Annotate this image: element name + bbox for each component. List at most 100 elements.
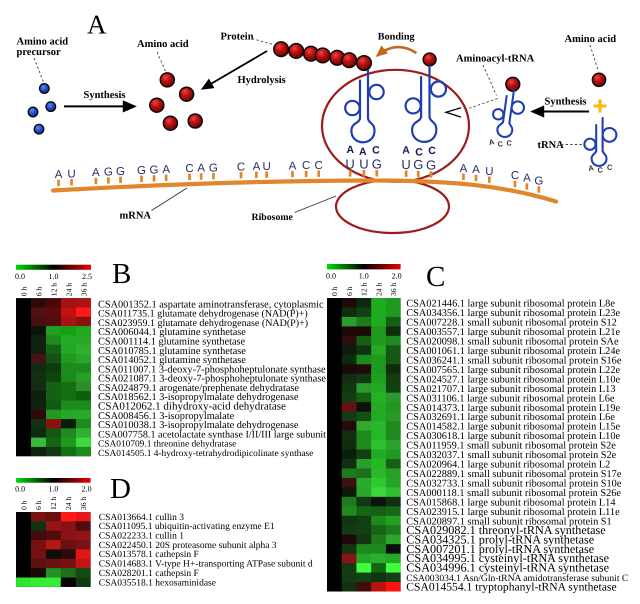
- svg-text:36 h: 36 h: [79, 497, 88, 510]
- svg-text:U: U: [345, 157, 354, 172]
- svg-text:36 h: 36 h: [79, 283, 88, 296]
- svg-text:U: U: [67, 169, 75, 181]
- svg-text:CSA012062.1 dihydroxy-acid deh: CSA012062.1 dihydroxy-acid dehydratase: [98, 401, 286, 413]
- svg-text:U: U: [485, 166, 493, 178]
- svg-text:G: G: [209, 162, 218, 174]
- svg-text:CSA008456.1 3-isopropylmalate: CSA008456.1 3-isopropylmalate: [98, 411, 235, 422]
- svg-text:CSA014505.1 4-hydroxy-tetrahyd: CSA014505.1 4-hydroxy-tetrahydrodipicoli…: [98, 449, 313, 459]
- svg-text:G: G: [150, 165, 159, 177]
- svg-text:C: C: [506, 138, 513, 148]
- svg-text:CSA010038.1 3-isopropylmalate: CSA010038.1 3-isopropylmalate dehydrogen…: [98, 420, 299, 431]
- svg-text:CSA014554.1 tryptophanyl-tRNA: CSA014554.1 tryptophanyl-tRNA synthetase: [406, 581, 616, 594]
- svg-text:12 h: 12 h: [360, 283, 369, 296]
- svg-text:CSA006044.1 glutamine syntheta: CSA006044.1 glutamine synthetase: [98, 327, 246, 338]
- svg-text:CSA032733.1 small subunit ribo: CSA032733.1 small subunit ribosomal prot…: [406, 478, 622, 489]
- svg-text:CSA021087.1 3-deoxy-7-phosphoh: CSA021087.1 3-deoxy-7-phosphoheptulonate…: [98, 374, 326, 385]
- svg-text:0.0: 0.0: [326, 271, 336, 280]
- svg-text:CSA021707.1 large subunit ribo: CSA021707.1 large subunit ribosomal prot…: [406, 384, 615, 395]
- svg-text:CSA013578.1 cathepsin F: CSA013578.1 cathepsin F: [99, 550, 199, 560]
- svg-text:CSA032691.1 large subunit ribo: CSA032691.1 large subunit ribosomal prot…: [406, 412, 615, 423]
- svg-text:CSA023959.1 glutamate dehydrog: CSA023959.1 glutamate dehydrogenase (NAD…: [98, 318, 308, 329]
- svg-text:24 h: 24 h: [64, 497, 73, 510]
- svg-text:CSA022233.1 cullin 1: CSA022233.1 cullin 1: [99, 532, 184, 542]
- svg-text:A: A: [162, 164, 170, 176]
- svg-text:G: G: [534, 176, 543, 188]
- svg-text:C: C: [606, 162, 613, 172]
- svg-text:CSA035518.1 hexosaminidase: CSA035518.1 hexosaminidase: [99, 578, 216, 588]
- svg-text:Protein: Protein: [221, 31, 254, 42]
- svg-text:CSA029082.1 threonyl-tRNA synt: CSA029082.1 threonyl-tRNA synthetase: [406, 523, 605, 537]
- svg-text:12 h: 12 h: [49, 283, 58, 296]
- svg-text:CSA000118.1 small subunit ribo: CSA000118.1 small subunit ribosomal prot…: [406, 488, 621, 499]
- svg-text:0 h: 0 h: [19, 287, 28, 297]
- svg-text:0 h: 0 h: [330, 286, 339, 296]
- svg-text:CSA034996.1 cysteinyl-tRNA syn: CSA034996.1 cysteinyl-tRNA synthetase: [406, 561, 609, 575]
- svg-text:A: A: [587, 163, 595, 173]
- svg-text:Amino acid: Amino acid: [17, 36, 69, 47]
- svg-text:A: A: [87, 10, 107, 40]
- svg-text:Bonding: Bonding: [378, 31, 415, 42]
- svg-text:CSA007565.1 large subunit ribo: CSA007565.1 large subunit ribosomal prot…: [406, 365, 620, 376]
- svg-text:C: C: [497, 139, 504, 148]
- svg-text:U: U: [263, 161, 271, 173]
- svg-text:A: A: [523, 173, 531, 185]
- svg-text:CSA022889.1 small subunit ribo: CSA022889.1 small subunit ribosomal prot…: [406, 469, 622, 480]
- svg-text:A: A: [197, 163, 205, 175]
- svg-text:Ribosome: Ribosome: [252, 212, 294, 223]
- svg-text:D: D: [110, 473, 131, 505]
- svg-text:CSA010785.1 glutamine syntheta: CSA010785.1 glutamine synthetase: [98, 346, 246, 357]
- svg-text:Hydrolysis: Hydrolysis: [238, 75, 286, 86]
- svg-text:CSA011007.1 3-deoxy-7-phosphoh: CSA011007.1 3-deoxy-7-phosphoheptulonate…: [98, 364, 326, 375]
- svg-text:A: A: [289, 160, 297, 172]
- svg-text:24 h: 24 h: [64, 283, 73, 296]
- svg-text:Aminoacyl-tRNA: Aminoacyl-tRNA: [456, 54, 535, 65]
- svg-text:0.0: 0.0: [15, 485, 25, 494]
- svg-text:C: C: [415, 147, 423, 159]
- svg-text:CSA014683.1 V-type H+-transpor: CSA014683.1 V-type H+-transporting ATPas…: [99, 560, 313, 570]
- svg-text:G: G: [104, 167, 113, 179]
- svg-text:Amino acid: Amino acid: [565, 34, 617, 45]
- svg-text:U: U: [401, 157, 410, 172]
- svg-text:CSA028201.1 cathepsin F: CSA028201.1 cathepsin F: [99, 569, 199, 579]
- svg-text:CSA001061.1 large subunit ribo: CSA001061.1 large subunit ribosomal prot…: [406, 346, 620, 357]
- svg-text:C: C: [302, 160, 310, 172]
- svg-text:A: A: [402, 145, 410, 157]
- svg-text:C: C: [185, 163, 193, 175]
- svg-text:CSA023915.1 large subunit ribo: CSA023915.1 large subunit ribosomal prot…: [406, 507, 620, 518]
- svg-text:A: A: [55, 169, 63, 181]
- svg-text:C: C: [237, 161, 245, 173]
- svg-text:tRNA: tRNA: [538, 140, 565, 151]
- svg-text:G: G: [137, 165, 146, 177]
- svg-text:CSA007201.1 prolyl-tRNA synthe: CSA007201.1 prolyl-tRNA synthetase: [406, 542, 594, 556]
- svg-text:A: A: [460, 163, 468, 175]
- svg-text:G: G: [413, 157, 423, 172]
- svg-text:C: C: [428, 145, 436, 157]
- svg-text:24 h: 24 h: [374, 283, 383, 296]
- svg-text:G: G: [372, 157, 382, 172]
- svg-text:CSA014582.1 large subunit ribo: CSA014582.1 large subunit ribosomal prot…: [406, 422, 620, 433]
- svg-text:1.0: 1.0: [49, 272, 59, 281]
- svg-text:A: A: [359, 146, 367, 158]
- svg-text:A: A: [347, 144, 355, 156]
- svg-text:C: C: [426, 261, 445, 293]
- svg-text:CSA034325.1 prolyl-tRNA synthe: CSA034325.1 prolyl-tRNA synthetase: [406, 532, 594, 546]
- svg-text:CSA020098.1 small subunit ribo: CSA020098.1 small subunit ribosomal prot…: [406, 336, 619, 347]
- svg-text:Synthesis: Synthesis: [545, 97, 587, 108]
- svg-text:2.0: 2.0: [82, 485, 92, 494]
- svg-text:6 h: 6 h: [34, 287, 43, 297]
- svg-text:CSA020964.1 large subunit ribo: CSA020964.1 large subunit ribosomal prot…: [406, 460, 610, 471]
- svg-text:CSA001352.1 aspartate aminotra: CSA001352.1 aspartate aminotransferase, …: [98, 299, 324, 310]
- svg-text:C: C: [511, 170, 519, 182]
- svg-text:CSA011959.1 small subunit ribo: CSA011959.1 small subunit ribosomal prot…: [406, 441, 616, 452]
- svg-text:1.0: 1.0: [359, 271, 369, 280]
- svg-text:CSA021446.1 large subunit ribo: CSA021446.1 large subunit ribosomal prot…: [406, 299, 615, 310]
- svg-text:CSA015868.1 large subunit ribo: CSA015868.1 large subunit ribosomal prot…: [406, 497, 615, 508]
- svg-text:G: G: [426, 158, 436, 173]
- svg-text:C: C: [372, 145, 380, 157]
- svg-text:G: G: [116, 166, 125, 178]
- svg-text:A: A: [253, 161, 261, 173]
- svg-text:12 h: 12 h: [49, 497, 58, 510]
- svg-text:CSA024879.1 arogenate/prephena: CSA024879.1 arogenate/prephenate dehydra…: [98, 383, 299, 394]
- svg-text:CSA030618.1 large subunit ribo: CSA030618.1 large subunit ribosomal prot…: [406, 431, 620, 442]
- svg-text:B: B: [112, 258, 131, 290]
